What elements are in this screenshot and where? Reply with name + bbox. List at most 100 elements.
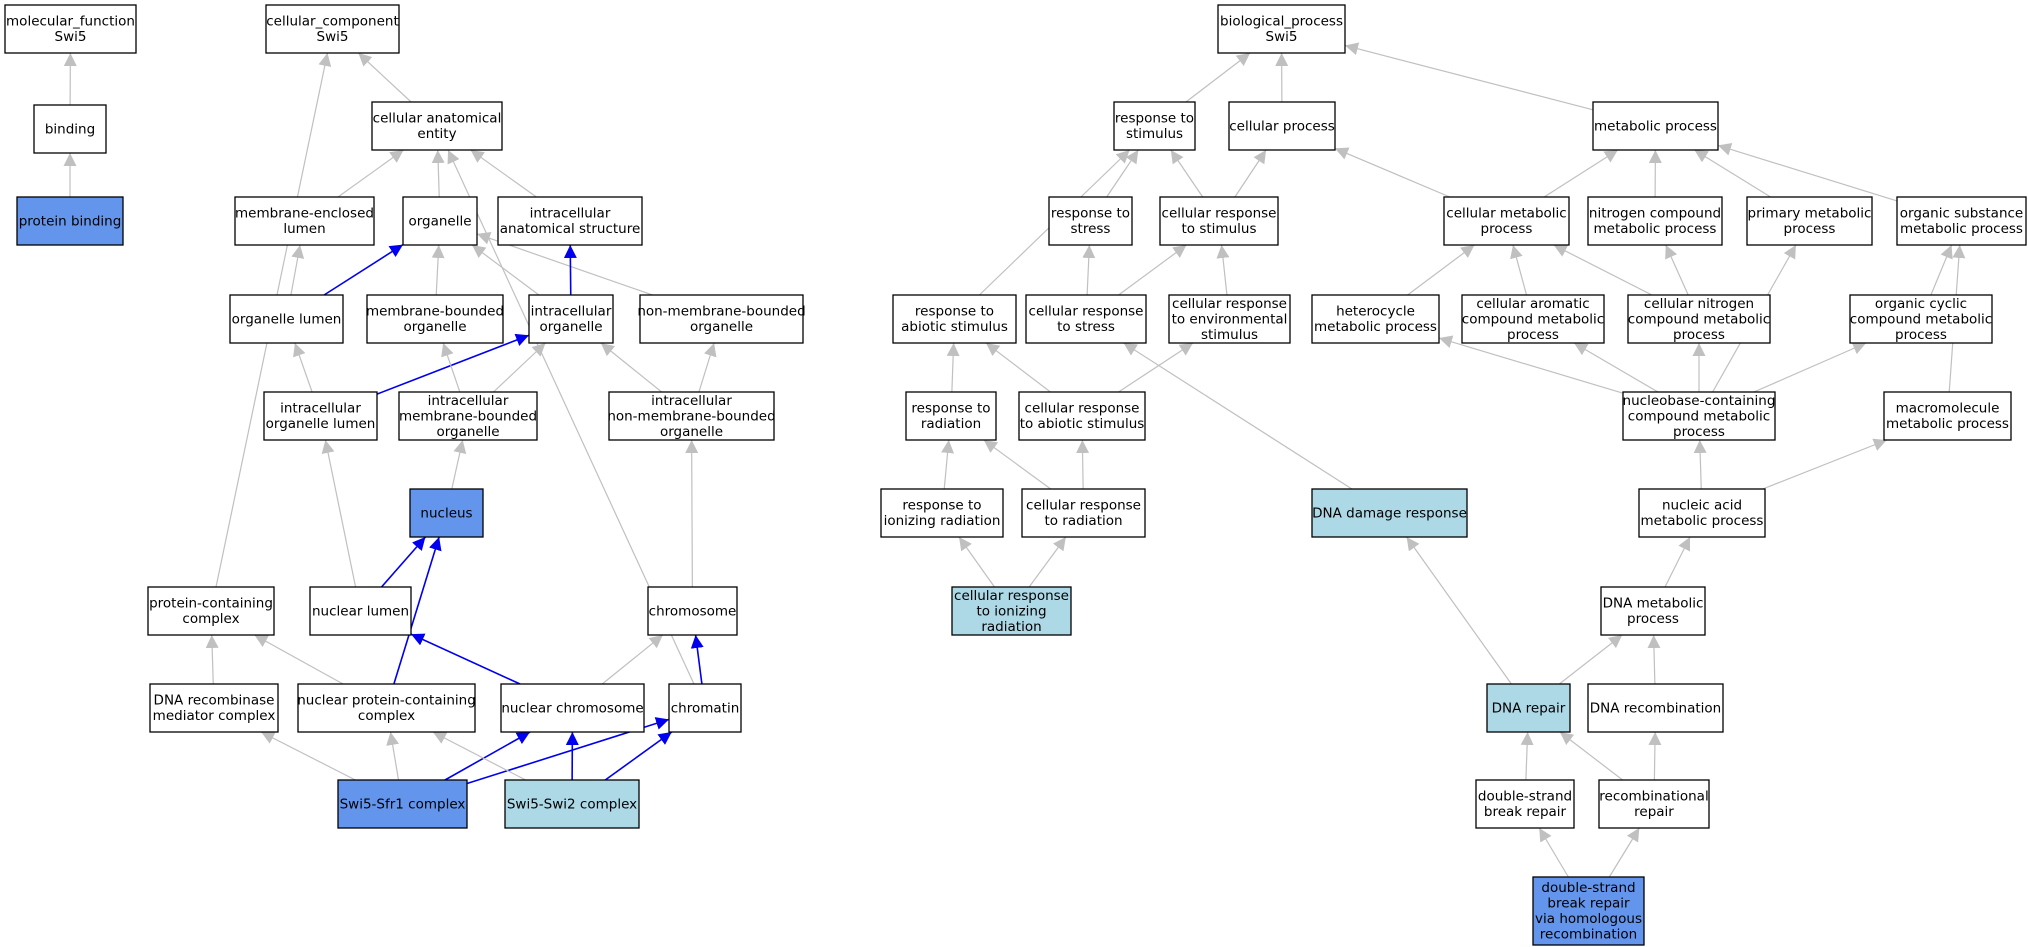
- edge-swi2-to-chromatin: [604, 731, 673, 781]
- term-label-line: to ionizing: [976, 603, 1046, 619]
- term-label-line: metabolic process: [1641, 513, 1764, 529]
- edge-sfr1-to-drmc: [260, 731, 356, 781]
- term-label-line: metabolic process: [1594, 221, 1717, 237]
- term-label-line: DNA metabolic: [1603, 596, 1704, 612]
- term-box: [1228, 101, 1336, 151]
- term-node-ddr[interactable]: DNA damage response: [1311, 488, 1468, 538]
- term-node-chromatin[interactable]: chromatin: [668, 683, 742, 733]
- term-node-binding[interactable]: binding: [33, 104, 107, 154]
- term-node-mp[interactable]: metabolic process: [1592, 101, 1719, 151]
- edge-mp-to-bp: [1344, 42, 1594, 111]
- term-label-line: cellular response: [1029, 304, 1144, 320]
- term-label-line: response to: [902, 498, 981, 514]
- term-box: [1311, 488, 1468, 538]
- edge-cras-to-ras: [985, 342, 1051, 393]
- term-box: [905, 391, 997, 441]
- term-box: [639, 294, 804, 344]
- term-label-line: Swi5: [55, 29, 87, 45]
- term-node-nl[interactable]: nuclear lumen: [309, 586, 412, 636]
- term-label-line: process: [1507, 327, 1559, 343]
- term-node-inmbo[interactable]: intracellularnon-membrane-boundedorganel…: [607, 391, 776, 441]
- term-label-line: DNA repair: [1492, 700, 1566, 716]
- term-label-line: organelle: [403, 319, 466, 335]
- edge-crts-to-cp: [1234, 149, 1267, 198]
- edge-nchrom-to-nl: [410, 633, 521, 685]
- edge-recrep-to-dnarep: [1559, 731, 1623, 781]
- term-label-line: mediator complex: [153, 708, 276, 724]
- term-node-org[interactable]: organelle: [402, 196, 478, 246]
- term-label-line: response to: [1051, 206, 1130, 222]
- term-node-dnarep[interactable]: DNA repair: [1486, 683, 1571, 733]
- term-label-line: metabolic process: [1314, 319, 1437, 335]
- term-node-chrom[interactable]: chromosome: [647, 586, 738, 636]
- edge-dnarep-to-dmp: [1558, 634, 1623, 685]
- term-node-dnarec[interactable]: DNA recombination: [1587, 683, 1724, 733]
- term-label-line: non-membrane-bounded: [607, 408, 775, 424]
- term-box: [149, 683, 279, 733]
- edge-drmc-to-pcc: [205, 634, 219, 685]
- term-label-line: non-membrane-bounded: [637, 304, 805, 320]
- term-node-swi2[interactable]: Swi5-Swi2 complex: [504, 779, 640, 829]
- term-node-orgl[interactable]: organelle lumen: [229, 294, 344, 344]
- term-label-line: process: [1481, 221, 1533, 237]
- term-box: [1048, 196, 1133, 246]
- term-node-cp[interactable]: cellular process: [1228, 101, 1336, 151]
- term-label-line: cellular response: [1172, 296, 1287, 312]
- term-node-pbind[interactable]: protein binding: [16, 196, 124, 246]
- term-label-line: cellular aromatic: [1476, 296, 1589, 312]
- term-label-line: DNA recombination: [1590, 700, 1721, 716]
- term-box: [1598, 779, 1710, 829]
- term-node-sfr1[interactable]: Swi5-Sfr1 complex: [337, 779, 468, 829]
- term-label-line: process: [1673, 327, 1725, 343]
- term-label-line: ionizing radiation: [884, 513, 1001, 529]
- term-node-nchrom[interactable]: nuclear chromosome: [500, 683, 645, 733]
- term-label-line: compound metabolic: [1628, 311, 1770, 327]
- term-node-nucleus[interactable]: nucleus: [409, 488, 484, 538]
- term-box: [1021, 488, 1146, 538]
- term-label-line: DNA damage response: [1312, 505, 1467, 521]
- term-label-line: primary metabolic: [1748, 206, 1872, 222]
- term-label-line: organic cyclic: [1875, 296, 1967, 312]
